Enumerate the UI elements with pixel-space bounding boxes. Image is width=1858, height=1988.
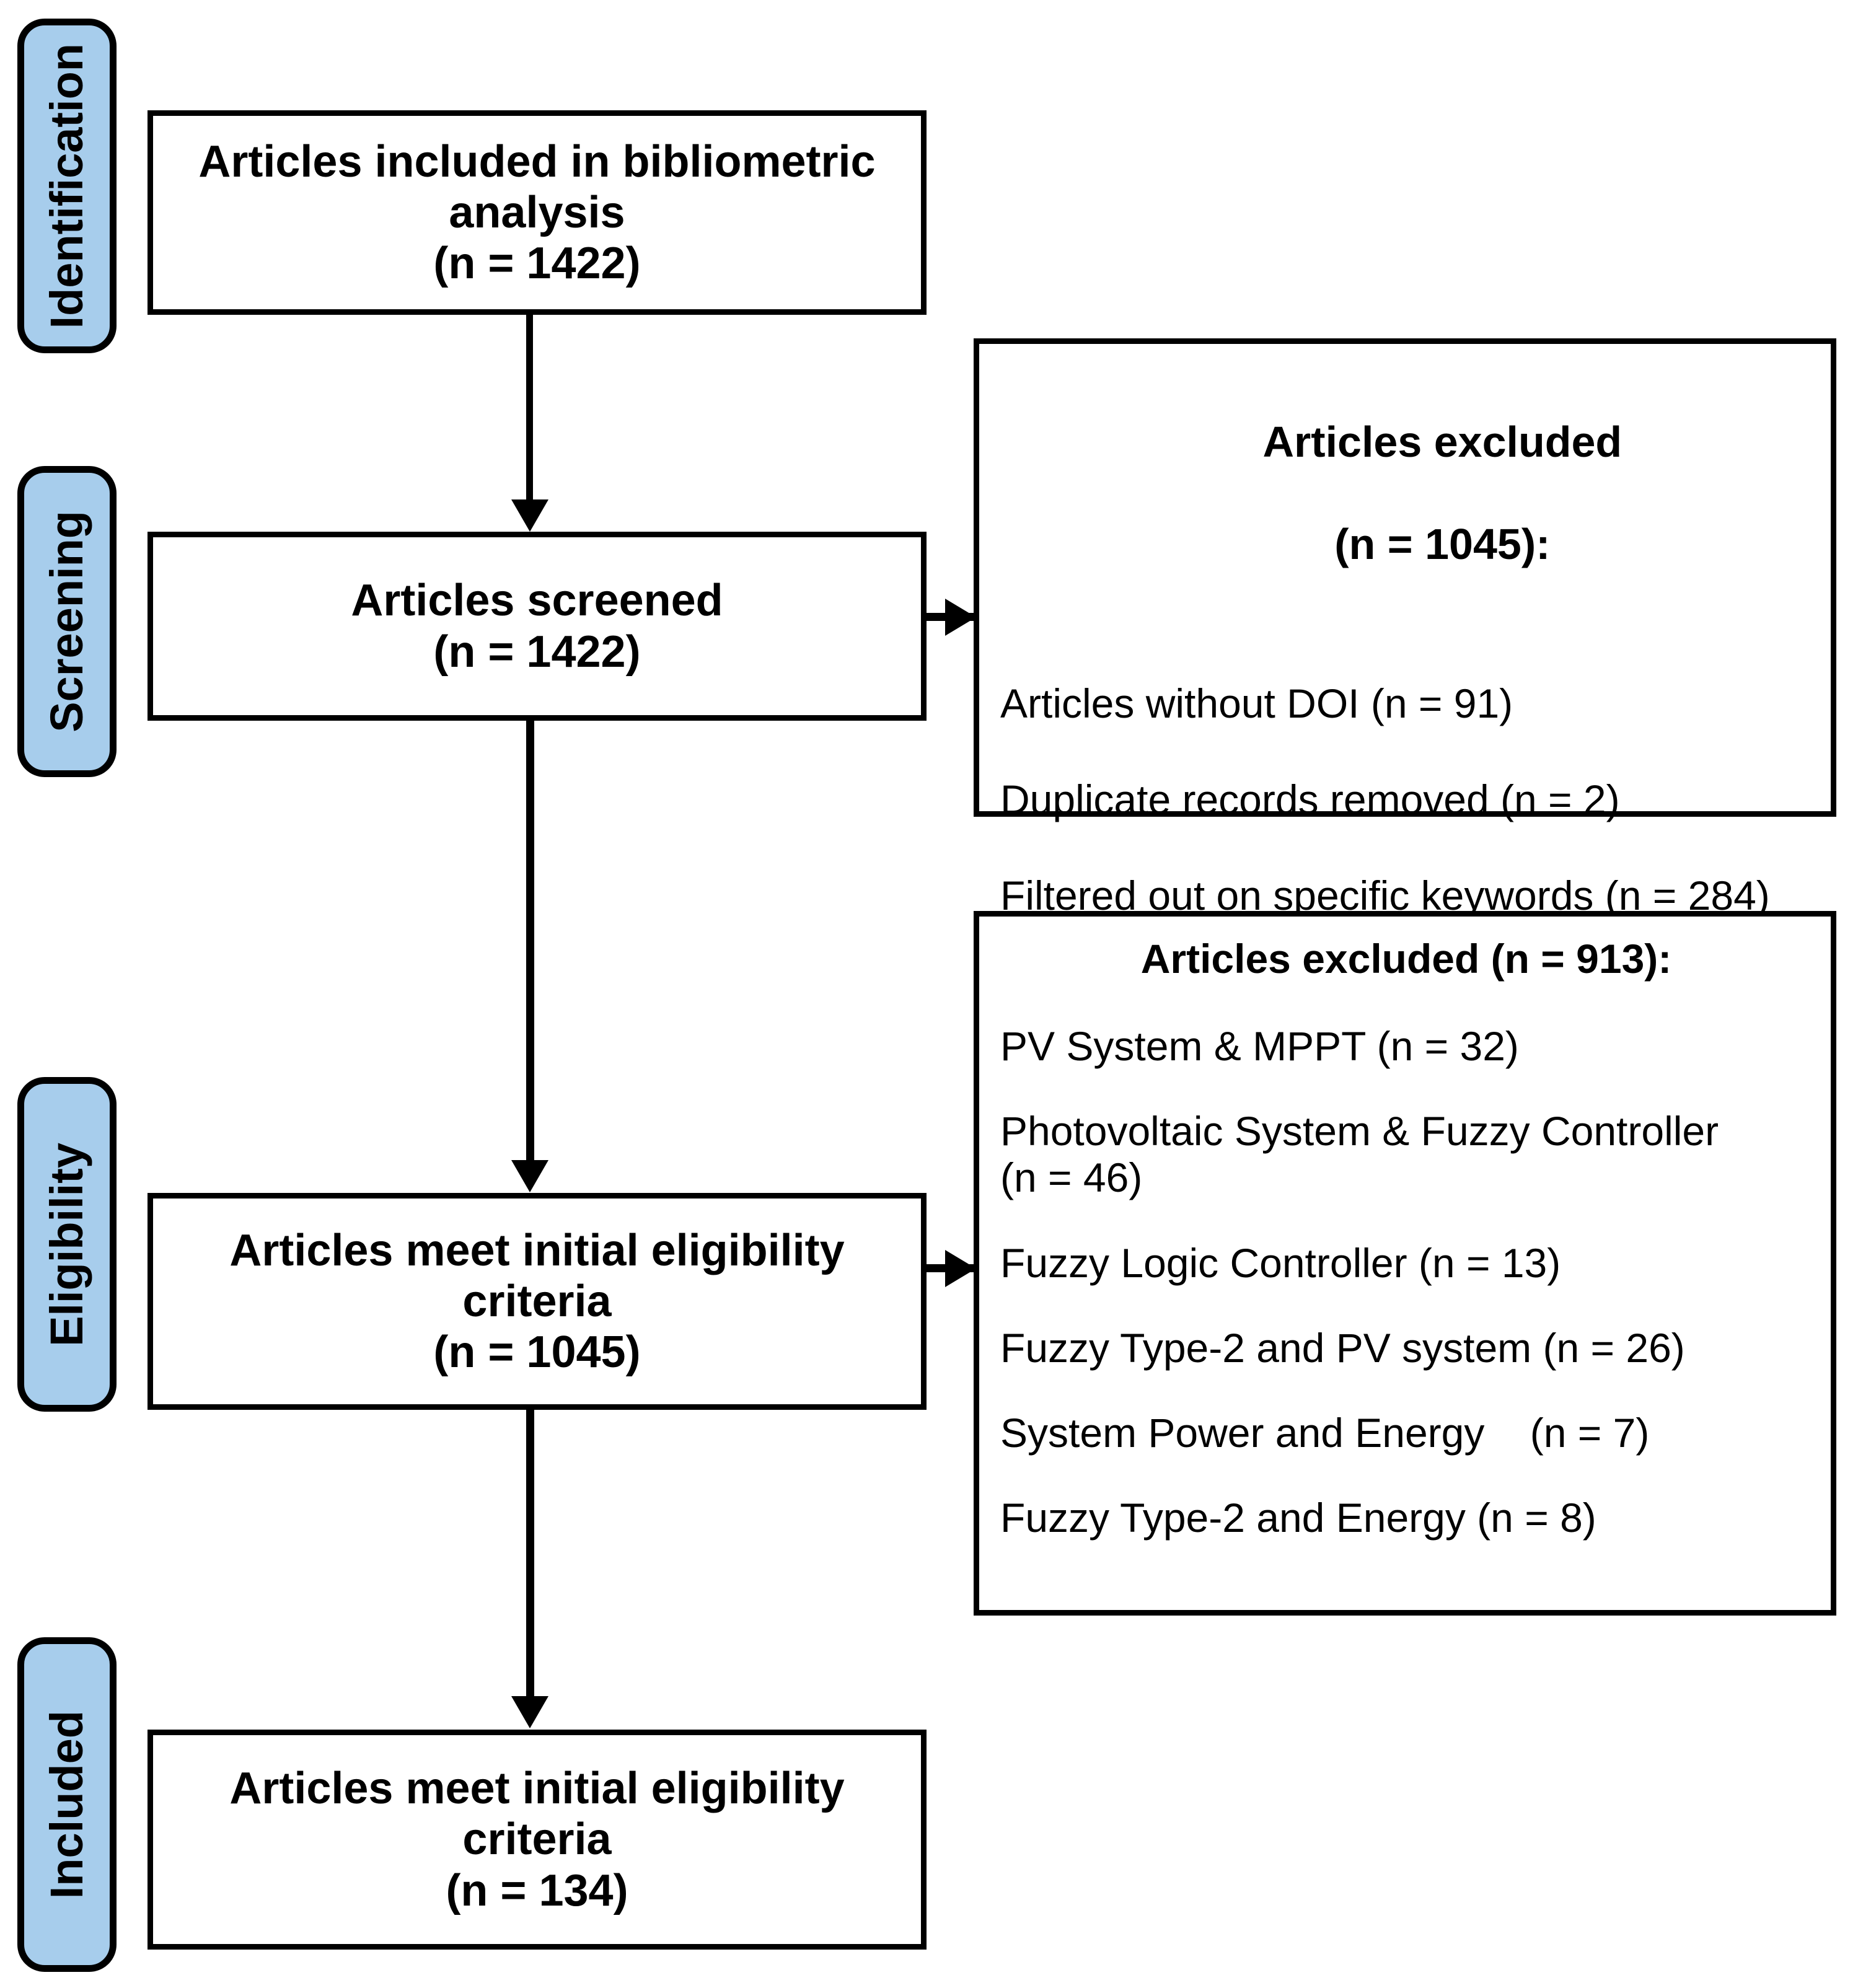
exclusion-item: System Power and Energy (n = 7) xyxy=(1000,1410,1650,1456)
exclusion-box-eligibility-title: Articles excluded (n = 913): xyxy=(1140,936,1672,982)
arrow-eligible-to-excluded-eligibility xyxy=(945,1250,976,1287)
flow-box-identified: Articles included in bibliometric analys… xyxy=(147,110,927,315)
flow-box-screened-count: (n = 1422) xyxy=(433,627,641,677)
exclusion-box-eligibility: Articles excluded (n = 913): PV System &… xyxy=(974,911,1836,1616)
arrow-screened-to-excluded-screening xyxy=(945,599,976,636)
flow-box-eligible-line1: Articles meet initial eligibility xyxy=(229,1225,845,1275)
connector-screened-to-eligible xyxy=(526,721,534,1167)
stage-label-eligibility: Eligibility xyxy=(41,1142,92,1347)
flow-box-identified-line2: analysis xyxy=(449,187,625,237)
connector-identified-to-screened xyxy=(526,315,533,504)
flow-box-screened: Articles screened (n = 1422) xyxy=(147,532,927,721)
stage-pill-eligibility: Eligibility xyxy=(17,1077,117,1412)
flow-box-identified-count: (n = 1422) xyxy=(433,239,641,289)
exclusion-item: Fuzzy Logic Controller (n = 13) xyxy=(1000,1239,1561,1286)
exclusion-item: Fuzzy Type-2 and PV system (n = 26) xyxy=(1000,1324,1685,1371)
exclusion-item: Duplicate records removed (n = 2) xyxy=(1000,776,1620,823)
exclusion-item: Articles without DOI (n = 91) xyxy=(1000,680,1513,726)
flow-box-screened-line1: Articles screened xyxy=(351,576,723,626)
stage-pill-screening: Screening xyxy=(17,466,117,777)
stage-label-included: Included xyxy=(41,1710,92,1899)
stage-label-screening: Screening xyxy=(41,511,92,732)
arrow-eligible-to-included xyxy=(511,1696,548,1728)
flow-box-identified-line1: Articles included in bibliometric xyxy=(198,136,876,187)
exclusion-box-screening-title: Articles excluded (n = 1045): xyxy=(1000,365,1812,621)
flow-box-included-line1: Articles meet initial eligibility xyxy=(229,1764,845,1814)
exclusion-box-screening: Articles excluded (n = 1045): Articles w… xyxy=(974,338,1836,918)
exclusion-item: Photovoltaic System & Fuzzy Controller (… xyxy=(1000,1108,1719,1201)
flow-box-included-count: (n = 134) xyxy=(446,1865,628,1915)
arrow-identified-to-screened xyxy=(511,499,548,532)
exclusion-box-screening-title-line1: Articles excluded xyxy=(1262,417,1622,466)
exclusion-item: Fuzzy Type-2 and Energy (n = 8) xyxy=(1000,1495,1596,1541)
exclusion-box-screening-title-line2: (n = 1045): xyxy=(1334,519,1551,568)
flow-box-included-line2: criteria xyxy=(462,1814,612,1865)
stage-pill-included: Included xyxy=(17,1637,117,1972)
flow-box-eligible: Articles meet initial eligibility criter… xyxy=(147,1193,927,1410)
stage-pill-identification: Identification xyxy=(17,19,117,353)
exclusion-item: PV System & MPPT (n = 32) xyxy=(1000,1023,1519,1069)
connector-eligible-to-included xyxy=(526,1410,534,1702)
flow-box-eligible-count: (n = 1045) xyxy=(433,1327,641,1378)
flow-box-eligible-line2: criteria xyxy=(462,1276,612,1326)
flow-box-included: Articles meet initial eligibility criter… xyxy=(147,1730,927,1950)
stage-label-identification: Identification xyxy=(41,43,92,329)
arrow-screened-to-eligible xyxy=(511,1160,548,1192)
